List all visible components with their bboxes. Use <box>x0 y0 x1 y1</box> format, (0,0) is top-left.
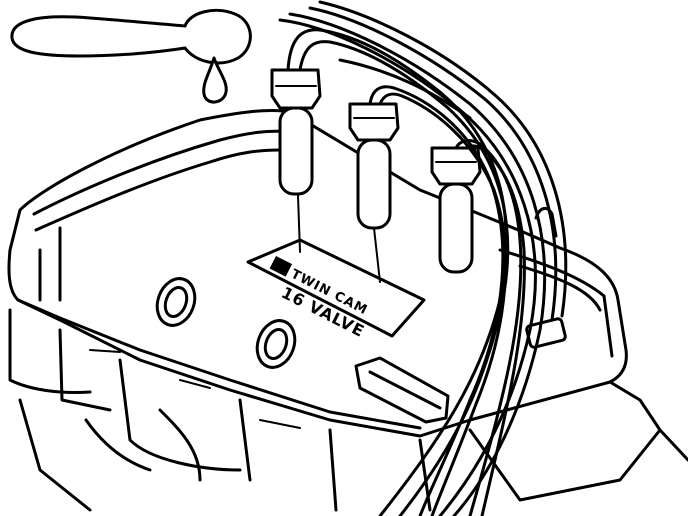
oil-drop-icon <box>202 56 228 104</box>
spark-plug-tube <box>255 319 297 369</box>
spark-plug-boot <box>430 146 482 274</box>
name-plate: TWIN CAM 16 VALVE <box>246 238 426 341</box>
ignition-wires <box>278 0 568 516</box>
wire-clamp <box>354 356 450 424</box>
spark-plug-tube <box>155 277 197 327</box>
spark-plug-boot <box>270 68 322 253</box>
spark-plug-boot <box>348 102 400 283</box>
spoon-icon <box>10 9 252 65</box>
